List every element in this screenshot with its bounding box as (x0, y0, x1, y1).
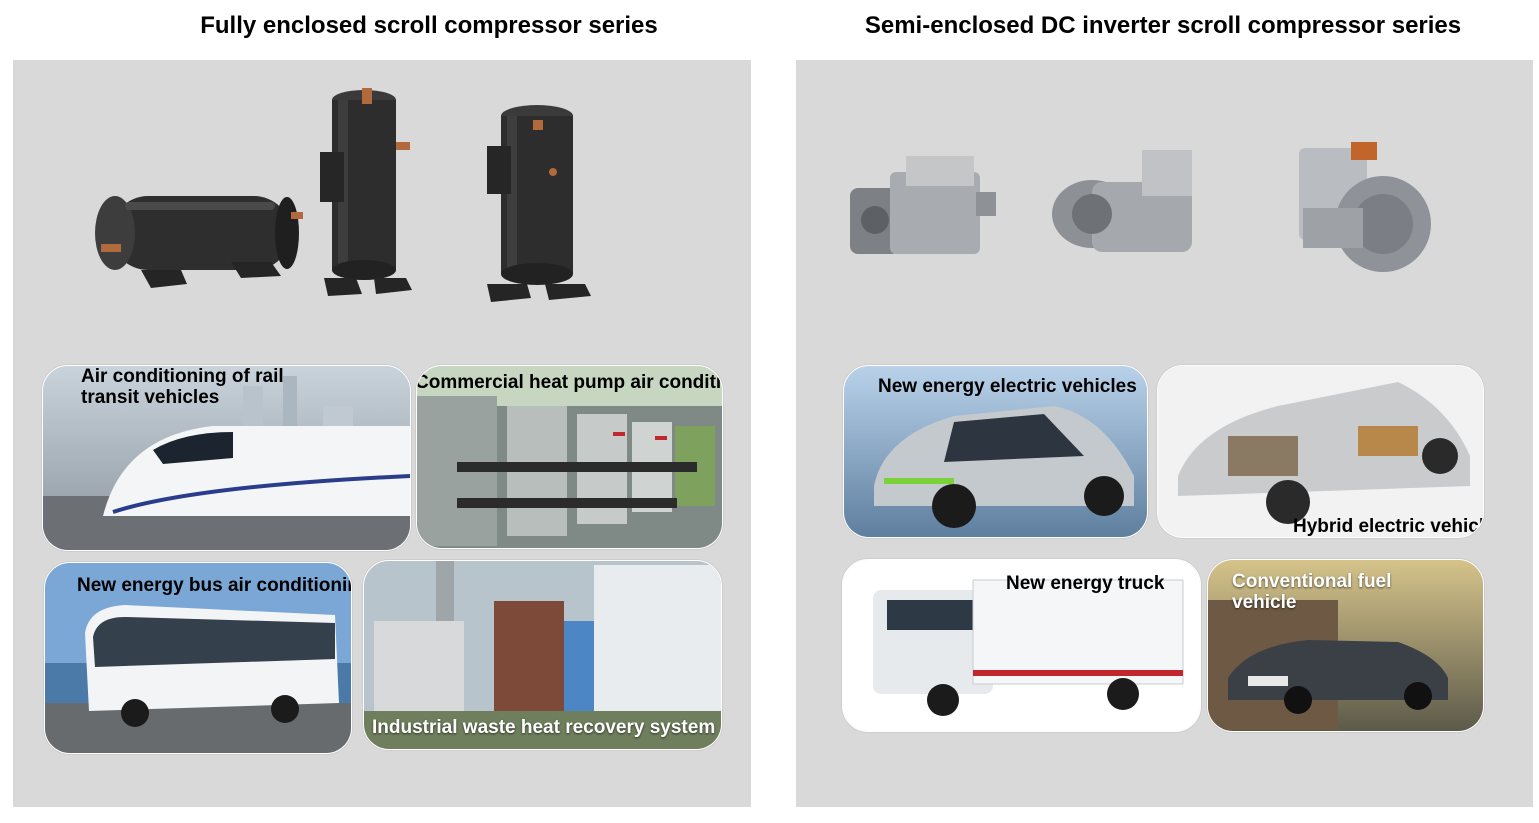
right-series-panel: New energy electric vehicles Hybrid elec… (796, 60, 1533, 807)
fuel-vehicle-label: Conventional fuel vehicle (1232, 571, 1392, 613)
hybrid-photo: Hybrid electric vehicle (1157, 365, 1484, 538)
ev-label: New energy electric vehicles (878, 376, 1137, 397)
bus-photo: New energy bus air conditioning (44, 562, 352, 754)
truck-label: New energy truck (1006, 573, 1165, 594)
electric-compressor-icon (1293, 138, 1439, 274)
horizontal-scroll-compressor-icon (91, 178, 311, 298)
bus-label: New energy bus air conditioning (77, 575, 352, 596)
left-series-title: Fully enclosed scroll compressor series (200, 12, 658, 39)
rail-transit-photo: Air conditioning of rail transit vehicle… (42, 365, 411, 551)
industrial-photo: Industrial waste heat recovery system (363, 560, 722, 750)
right-series-title: Semi-enclosed DC inverter scroll compres… (864, 12, 1462, 39)
vertical-scroll-compressor-icon (483, 100, 593, 310)
ev-photo: New energy electric vehicles (843, 365, 1148, 538)
industrial-label: Industrial waste heat recovery system (372, 717, 716, 738)
electric-compressor-icon (1052, 142, 1208, 262)
truck-photo: New energy truck (842, 559, 1201, 732)
hybrid-label: Hybrid electric vehicle (1293, 516, 1484, 537)
heat-pump-photo: Commercial heat pump air conditioning (416, 365, 723, 549)
vertical-scroll-compressor-icon (316, 82, 426, 302)
rail-transit-label: Air conditioning of rail transit vehicle… (81, 366, 284, 408)
left-series-panel: Air conditioning of rail transit vehicle… (13, 60, 751, 807)
heat-pump-label: Commercial heat pump air conditioning (416, 372, 722, 393)
electric-compressor-icon (846, 152, 1000, 272)
fuel-vehicle-photo: Conventional fuel vehicle (1207, 559, 1484, 732)
